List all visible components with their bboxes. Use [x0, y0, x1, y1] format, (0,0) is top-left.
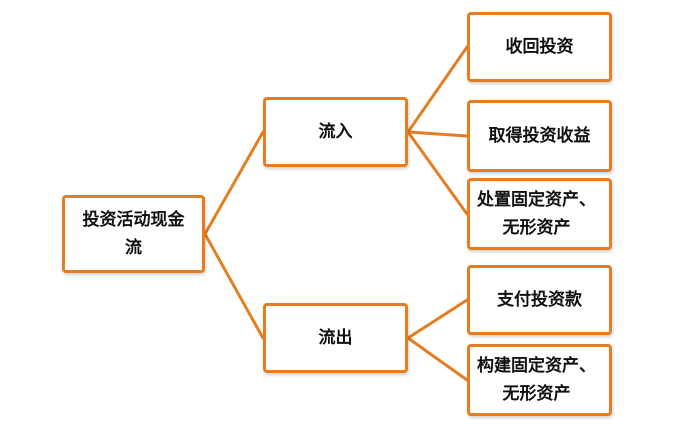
connector-inflow-to-leaf2 [406, 130, 469, 138]
root-node-label: 投资活动现金 流 [82, 210, 185, 258]
outflow-node: 流出 [263, 303, 408, 373]
connector-inflow-to-leaf1 [406, 45, 469, 134]
leaf-node-label: 构建固定资产、 无形资产 [477, 356, 596, 404]
connector-root-to-outflow [203, 232, 265, 340]
leaf-node-label: 取得投资收益 [488, 126, 591, 146]
inflow-node-label: 流入 [318, 122, 353, 142]
inflow-node: 流入 [263, 97, 408, 167]
connector-outflow-to-leaf4 [406, 298, 469, 340]
connector-inflow-to-leaf3 [406, 130, 469, 216]
leaf-node-label: 支付投资款 [497, 290, 582, 310]
leaf-node-dispose-assets: 处置固定资产、 无形资产 [467, 178, 612, 250]
outflow-node-label: 流出 [318, 328, 353, 348]
connector-outflow-to-leaf5 [406, 336, 469, 382]
leaf-node-investment-income: 取得投资收益 [467, 100, 612, 172]
leaf-node-build-assets: 构建固定资产、 无形资产 [467, 344, 612, 416]
connector-root-to-inflow [203, 130, 265, 236]
leaf-node-label: 收回投资 [505, 37, 574, 57]
leaf-node-recover-investment: 收回投资 [467, 12, 612, 82]
leaf-node-pay-investment: 支付投资款 [467, 265, 612, 335]
leaf-node-label: 处置固定资产、 无形资产 [477, 190, 596, 238]
root-node: 投资活动现金 流 [62, 195, 205, 273]
